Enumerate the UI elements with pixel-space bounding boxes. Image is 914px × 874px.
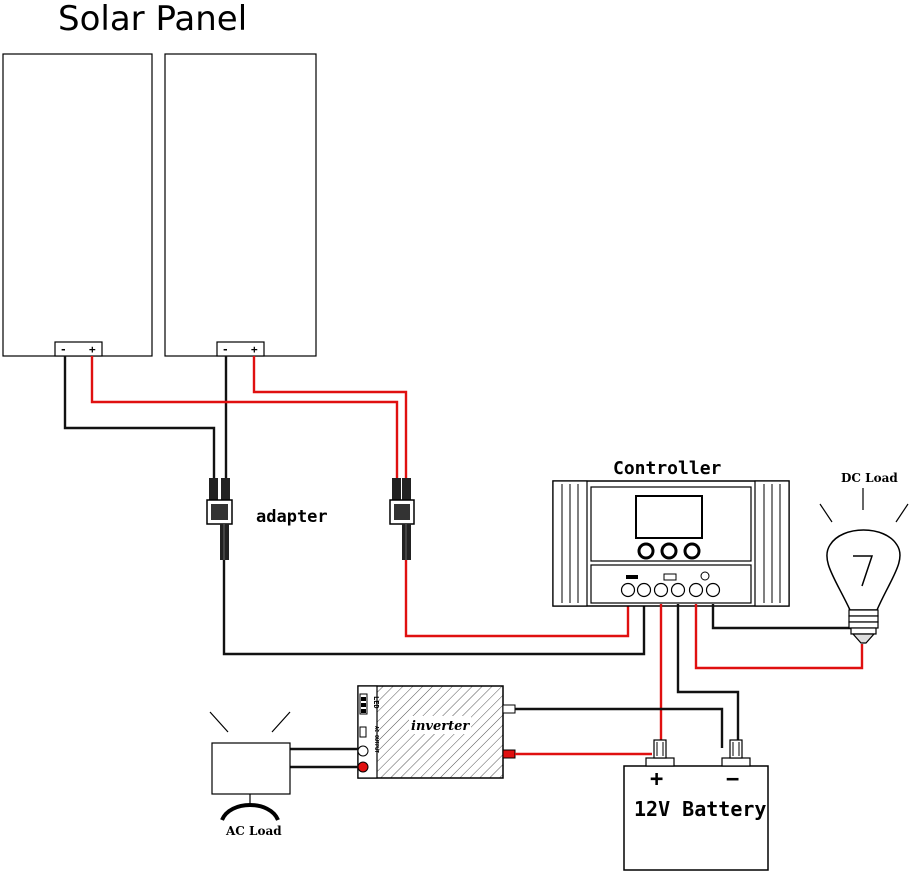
ac-load-label: AC Load (225, 824, 282, 838)
adapter-label: adapter (256, 507, 328, 527)
panel-plus-label: + (251, 343, 258, 356)
inverter-outlet (357, 745, 369, 757)
diagram-title: Solar Panel (58, 0, 247, 39)
controller-terminal (688, 582, 704, 598)
controller-button (683, 542, 701, 560)
monitor-icon (211, 742, 291, 795)
solar-panel-left: - + (2, 53, 153, 357)
signal-ray (209, 711, 229, 733)
inverter-label: inverter (411, 719, 470, 734)
bulb-filament (853, 555, 874, 587)
mc4-connector-icon (221, 478, 230, 500)
battery-icon (623, 765, 769, 871)
signal-ray (271, 711, 291, 733)
positive-wire (694, 604, 864, 670)
terminal-symbols (626, 571, 710, 581)
dc-load-label: DC Load (841, 471, 898, 485)
panel-plus-label: + (89, 343, 96, 356)
solar-panel-icon (164, 53, 317, 357)
panel-junction-box (216, 341, 265, 357)
negative-wire (515, 707, 724, 748)
solar-terminal-icon (626, 575, 638, 579)
inverter: LED AC OUTPUT inverter (357, 685, 516, 779)
negative-wire (63, 356, 216, 478)
inverter-led-label: LED (372, 696, 380, 709)
light-ray (895, 503, 909, 523)
controller-terminal (636, 582, 652, 598)
negative-wire (711, 604, 862, 630)
mc4-adapter-negative (206, 478, 233, 560)
charge-controller (552, 480, 790, 607)
light-bulb-icon (826, 529, 901, 611)
panel-junction-box (54, 341, 103, 357)
mc4-adapter-positive (389, 478, 415, 560)
battery-terminal-positive (653, 739, 667, 759)
solar-panel-right: - + (164, 53, 317, 357)
inverter-port-label: AC OUTPUT (373, 726, 379, 753)
monitor-stand (220, 803, 280, 821)
battery-terminal-icon (663, 573, 677, 581)
positive-wire (404, 560, 630, 638)
battery-terminal-negative (729, 739, 743, 759)
negative-wire (222, 560, 646, 656)
controller-terminal (653, 582, 669, 598)
controller-terminal (705, 582, 721, 598)
controller-button (637, 542, 655, 560)
mc4-connector-icon (402, 478, 411, 500)
battery-minus-label: − (726, 767, 739, 792)
light-ray (819, 503, 833, 523)
positive-wire (90, 356, 399, 478)
battery: + − 12V Battery (623, 739, 769, 871)
negative-wire (676, 604, 740, 748)
load-terminal-icon (700, 571, 710, 581)
panel-wires (63, 356, 646, 656)
positive-wire (252, 356, 408, 478)
inverter-switch (357, 761, 369, 773)
mc4-connector-icon (209, 478, 218, 500)
mc4-connector-icon (392, 478, 401, 500)
battery-plus-label: + (650, 767, 663, 792)
controller-label: Controller (613, 458, 722, 479)
panel-minus-label: - (60, 343, 67, 356)
solar-panel-icon (2, 53, 153, 357)
dc-load (819, 488, 909, 644)
ac-load (209, 711, 291, 821)
controller-display (635, 495, 703, 539)
controller-button (660, 542, 678, 560)
controller-terminal (620, 582, 636, 598)
battery-label: 12V Battery (634, 797, 766, 821)
controller-terminal (670, 582, 686, 598)
panel-minus-label: - (222, 343, 229, 356)
